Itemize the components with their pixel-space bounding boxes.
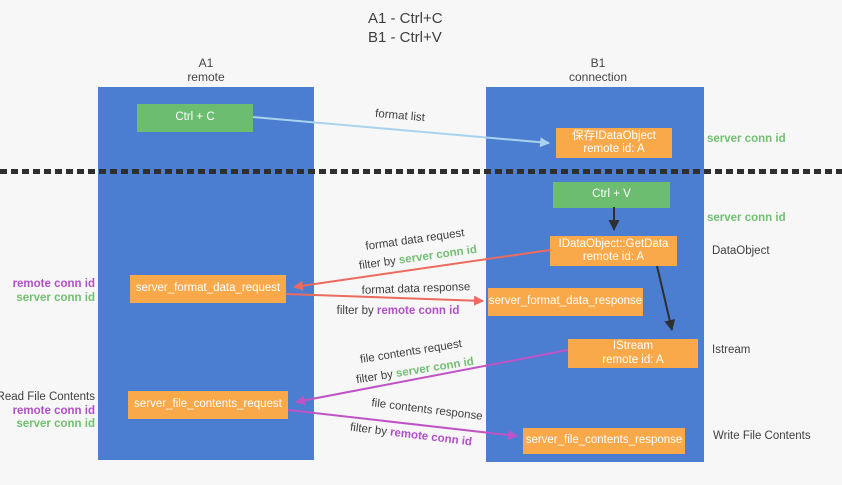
filter-prefix: filter by bbox=[358, 254, 400, 273]
left-label-group-file: Read File Contents remote conn id server… bbox=[0, 391, 95, 432]
label-filter-remote-conn-1: filter by remote conn id bbox=[337, 305, 460, 317]
node-ctrl-c-label: Ctrl + C bbox=[175, 111, 215, 124]
node-ctrl-v: Ctrl + V bbox=[553, 182, 670, 208]
title-line-2: B1 - Ctrl+V bbox=[368, 29, 442, 46]
node-server-format-data-response: server_format_data_response bbox=[488, 288, 643, 316]
left-label-server-conn-id-1: server conn id bbox=[16, 291, 95, 304]
left-label-group-format: remote conn id server conn id bbox=[0, 278, 95, 305]
node-server-file-contents-request: server_file_contents_request bbox=[128, 391, 288, 419]
side-label-dataobject: DataObject bbox=[712, 245, 770, 257]
node-istream-line2: remote id: A bbox=[602, 353, 664, 366]
label-format-list: format list bbox=[374, 107, 426, 125]
lane-a1-title: A1 bbox=[198, 56, 214, 70]
node-save-idataobject-line2: remote id: A bbox=[583, 143, 645, 155]
node-idataobject-getdata: IDataObject::GetData remote id: A bbox=[550, 236, 677, 266]
diagram-title: A1 - Ctrl+C B1 - Ctrl+V bbox=[368, 9, 443, 47]
left-label-remote-conn-id-2: remote conn id bbox=[12, 404, 95, 417]
node-getdata-line2: remote id: A bbox=[582, 251, 645, 263]
node-server-format-data-request-label: server_format_data_request bbox=[135, 282, 281, 295]
node-server-file-contents-request-label: server_file_contents_request bbox=[134, 398, 282, 411]
node-ctrl-v-label: Ctrl + V bbox=[592, 188, 631, 201]
node-istream: IStream remote id: A bbox=[568, 339, 698, 368]
label-file-contents-response: file contents response bbox=[370, 397, 484, 423]
node-getdata-line1: IDataObject::GetData bbox=[558, 237, 669, 250]
lane-b1-title: B1 bbox=[590, 56, 606, 70]
node-save-idataobject-line1: 保存IDataObject bbox=[572, 129, 656, 142]
node-server-file-contents-response-label: server_file_contents_response bbox=[525, 434, 683, 447]
label-format-data-response: format data response bbox=[361, 281, 471, 297]
filter-prefix: filter by bbox=[355, 368, 397, 387]
lane-header-b1: B1 connection bbox=[538, 56, 658, 84]
filter-id-remote-conn: remote conn id bbox=[376, 305, 460, 317]
title-line-1: A1 - Ctrl+C bbox=[368, 10, 443, 27]
dotted-separator-line bbox=[0, 169, 842, 174]
node-server-format-data-response-label: server_format_data_response bbox=[488, 295, 643, 308]
left-label-remote-conn-id-1: remote conn id bbox=[12, 278, 95, 290]
node-server-format-data-request: server_format_data_request bbox=[130, 275, 286, 303]
side-label-write-file-contents: Write File Contents bbox=[713, 430, 811, 442]
filter-id-server-conn: server conn id bbox=[398, 243, 478, 267]
lane-b1-subtitle: connection bbox=[568, 70, 628, 84]
node-istream-line1: IStream bbox=[612, 340, 654, 352]
node-save-idataobject: 保存IDataObject remote id: A bbox=[556, 128, 672, 158]
side-label-server-conn-id-mid: server conn id bbox=[707, 212, 786, 224]
filter-prefix: filter by bbox=[336, 305, 377, 317]
lane-header-a1: A1 remote bbox=[146, 56, 266, 84]
side-label-istream: Istream bbox=[712, 344, 751, 356]
filter-id-remote-conn: remote conn id bbox=[389, 426, 473, 449]
left-label-read-file-contents: Read File Contents bbox=[0, 391, 95, 403]
filter-id-server-conn: server conn id bbox=[395, 355, 475, 380]
filter-prefix: filter by bbox=[349, 421, 391, 439]
label-filter-remote-conn-2: filter by remote conn id bbox=[349, 422, 472, 449]
node-server-file-contents-response: server_file_contents_response bbox=[523, 428, 685, 454]
left-label-server-conn-id-2: server conn id bbox=[16, 418, 95, 430]
lane-a1-subtitle: remote bbox=[187, 70, 225, 84]
side-label-server-conn-id-top: server conn id bbox=[707, 133, 786, 145]
node-ctrl-c: Ctrl + C bbox=[137, 104, 253, 132]
